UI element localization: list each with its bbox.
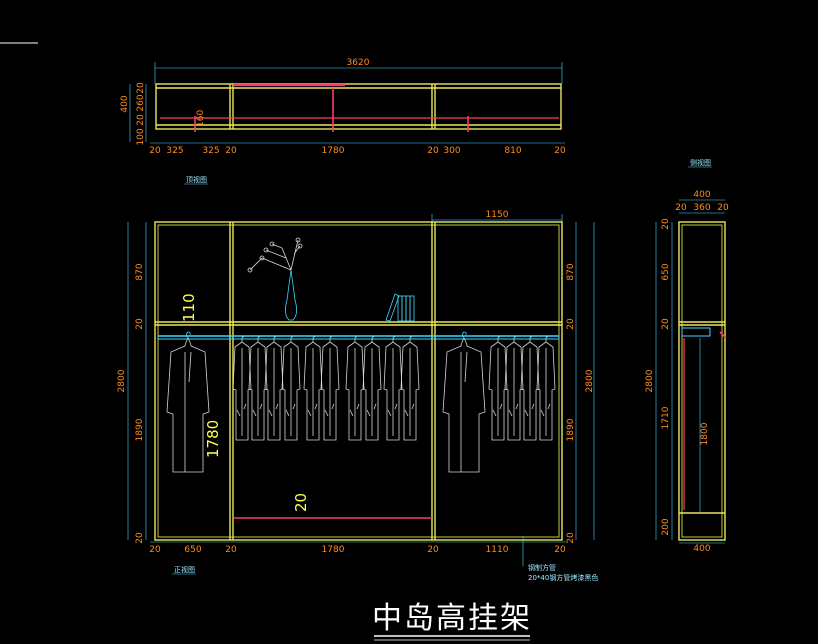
top-view-height-dim-3: 260 bbox=[136, 94, 146, 111]
front-view-right-dim-3: 20 bbox=[566, 532, 576, 544]
front-view-label: 正视图 bbox=[174, 565, 195, 574]
side-view-left-dim-0: 20 bbox=[661, 218, 671, 230]
hanging-garment bbox=[400, 336, 420, 441]
garment-group bbox=[166, 331, 556, 473]
top-view-bottom-dim-3: 20 bbox=[225, 146, 237, 156]
front-view-annotation-1780: 1780 bbox=[204, 420, 222, 458]
front-view-right-dim-1: 20 bbox=[566, 318, 576, 330]
front-view-right-dim-2: 1890 bbox=[566, 418, 576, 441]
front-view-annotation-110: 110 bbox=[180, 293, 198, 322]
front-view-left-dim-0: 870 bbox=[135, 263, 145, 280]
top-view: 3620 160 400 100 20 260 20 20 325 325 20… bbox=[120, 58, 566, 185]
hanging-garment bbox=[536, 336, 556, 441]
front-view-note-1: 钢制方管 bbox=[528, 563, 556, 572]
side-view-left-dim-4: 200 bbox=[661, 518, 671, 535]
front-view-bottom-dim-6: 20 bbox=[554, 545, 566, 555]
side-view-bottom-dim: 400 bbox=[693, 544, 710, 554]
side-view-label: 侧视图 bbox=[690, 158, 711, 167]
hanging-garment bbox=[383, 336, 403, 441]
front-view-bottom-dim-3: 1780 bbox=[322, 545, 345, 555]
top-view-bottom-dim-6: 300 bbox=[443, 146, 460, 156]
side-view-top-dim-1: 360 bbox=[693, 203, 710, 213]
front-view-note-2: 20*40钢方管烤漆黑色 bbox=[528, 573, 598, 582]
long-coat bbox=[166, 331, 210, 473]
front-view-bottom-dim-5: 1110 bbox=[486, 545, 509, 555]
front-view-left-overall: 2800 bbox=[117, 369, 127, 392]
hanging-garment bbox=[520, 336, 540, 441]
side-view-top-dim-2: 20 bbox=[717, 203, 729, 213]
top-view-bottom-dim-0: 20 bbox=[149, 146, 161, 156]
front-view-bottom-dim-4: 20 bbox=[427, 545, 439, 555]
top-view-bottom-dim-2: 325 bbox=[202, 146, 219, 156]
books-decoration bbox=[385, 293, 415, 322]
side-view-left-dim-2: 20 bbox=[661, 318, 671, 330]
front-view-bottom-dim-1: 650 bbox=[184, 545, 201, 555]
front-view-frame bbox=[154, 221, 563, 541]
top-view-bottom-dim-7: 810 bbox=[504, 146, 521, 156]
front-view-bottom-dim-2: 20 bbox=[225, 545, 237, 555]
front-view: 1150 110 1780 20 bbox=[117, 210, 598, 582]
side-view-left-overall: 2800 bbox=[645, 369, 655, 392]
hanging-garment bbox=[264, 336, 284, 441]
front-view-left-dim-3: 20 bbox=[135, 532, 145, 544]
hanging-garment bbox=[345, 336, 365, 441]
hanging-garment bbox=[320, 336, 340, 441]
side-view-top-overall: 400 bbox=[693, 190, 710, 200]
front-view-right-overall: 2800 bbox=[585, 369, 595, 392]
top-view-height-dim-1: 100 bbox=[136, 128, 146, 145]
top-view-height-dim-4: 20 bbox=[136, 82, 146, 94]
hanging-garment bbox=[232, 336, 252, 441]
top-view-overall-width: 3620 bbox=[347, 58, 370, 68]
top-view-bottom-dim-4: 1780 bbox=[322, 146, 345, 156]
hanging-garment bbox=[504, 336, 524, 441]
side-view-inner-dim: 1800 bbox=[700, 422, 710, 445]
long-coat bbox=[442, 331, 486, 473]
hanging-garment bbox=[248, 336, 268, 441]
side-view: 侧视图 400 20 360 20 2800 20 650 20 1710 20… bbox=[645, 158, 729, 554]
front-view-left-dim-1: 20 bbox=[135, 318, 145, 330]
top-view-bottom-dim-5: 20 bbox=[427, 146, 439, 156]
top-view-height-dim-2: 20 bbox=[136, 114, 146, 126]
side-view-top-dim-0: 20 bbox=[675, 203, 687, 213]
front-view-left-dim-2: 1890 bbox=[135, 418, 145, 441]
vase-decoration bbox=[247, 237, 303, 321]
front-view-bottom-dim-0: 20 bbox=[149, 545, 161, 555]
front-view-annotation-20: 20 bbox=[292, 493, 310, 512]
front-view-top-dim: 1150 bbox=[486, 210, 509, 220]
drawing-title: 中岛高挂架 bbox=[372, 601, 532, 636]
top-view-frame bbox=[155, 83, 562, 130]
front-view-right-dim-0: 870 bbox=[566, 263, 576, 280]
top-view-label: 顶视图 bbox=[186, 175, 207, 184]
hanging-garment bbox=[362, 336, 382, 441]
side-view-frame bbox=[678, 221, 726, 541]
hanging-garment bbox=[281, 336, 301, 441]
hanging-garment bbox=[488, 336, 508, 441]
side-view-left-dim-3: 1710 bbox=[661, 406, 671, 429]
top-view-bottom-dim-8: 20 bbox=[554, 146, 566, 156]
top-view-inner-dim: 160 bbox=[196, 110, 206, 127]
top-view-bottom-dim-1: 325 bbox=[166, 146, 183, 156]
hanging-garment bbox=[303, 336, 323, 441]
side-view-left-dim-1: 650 bbox=[661, 263, 671, 280]
top-view-height-overall: 400 bbox=[120, 95, 130, 112]
